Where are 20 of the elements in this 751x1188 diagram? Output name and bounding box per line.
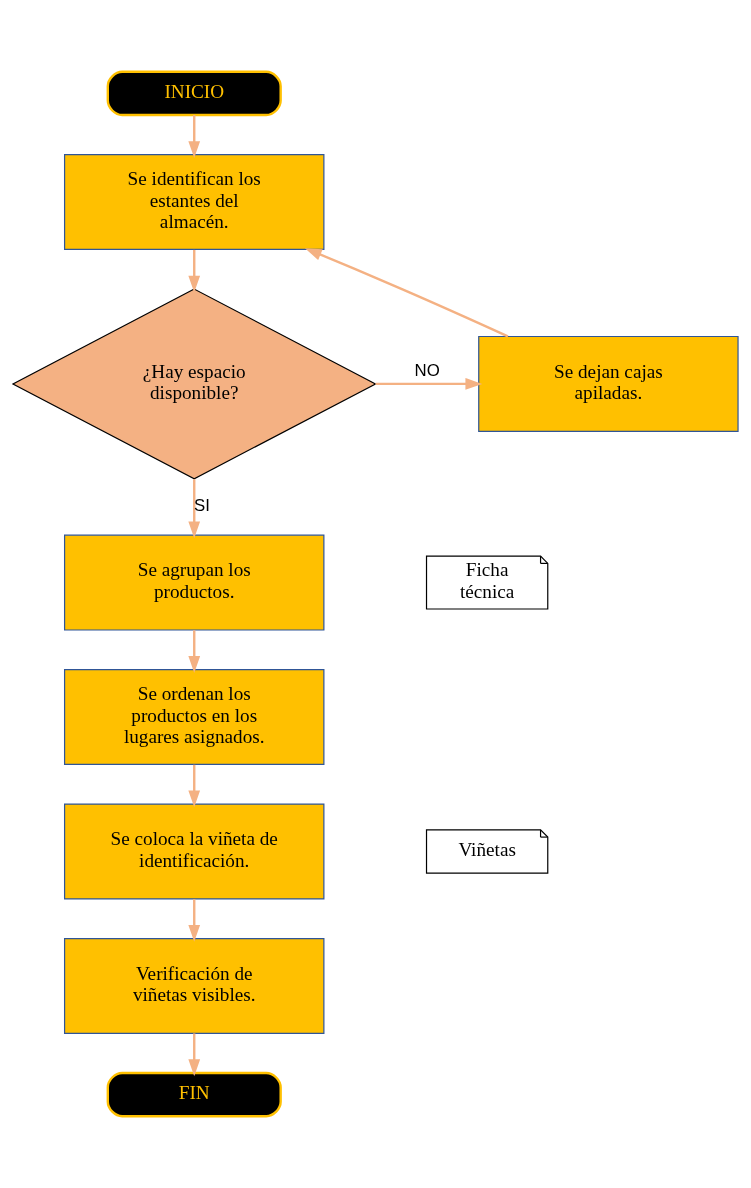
node-box: Se ordenan los productos en los lugares asignados. [64,669,325,766]
arrow [188,764,201,808]
arrow [304,248,509,338]
arrow [188,249,201,293]
arrow [188,899,201,942]
edge-label: SI [194,496,210,516]
node-box: Se coloca la viñeta de identificación. [64,803,325,900]
node-box: INICIO [106,70,282,117]
node-box: Verificación de viñetas visibles. [64,937,325,1034]
arrow [188,1033,201,1077]
arrow [188,630,201,673]
node-box: Se agrupan los productos. [64,534,325,631]
node-box: Se dejan cajas apiladas. [478,335,739,432]
arrow [375,378,483,390]
node-box: Se identifican los estantes del almacén. [64,154,325,251]
arrow [188,115,201,159]
node-diamond: ¿Hay espacio disponible? [11,288,377,480]
arrow [188,479,201,539]
edge-label: NO [414,360,440,380]
node-box: FIN [106,1071,282,1118]
